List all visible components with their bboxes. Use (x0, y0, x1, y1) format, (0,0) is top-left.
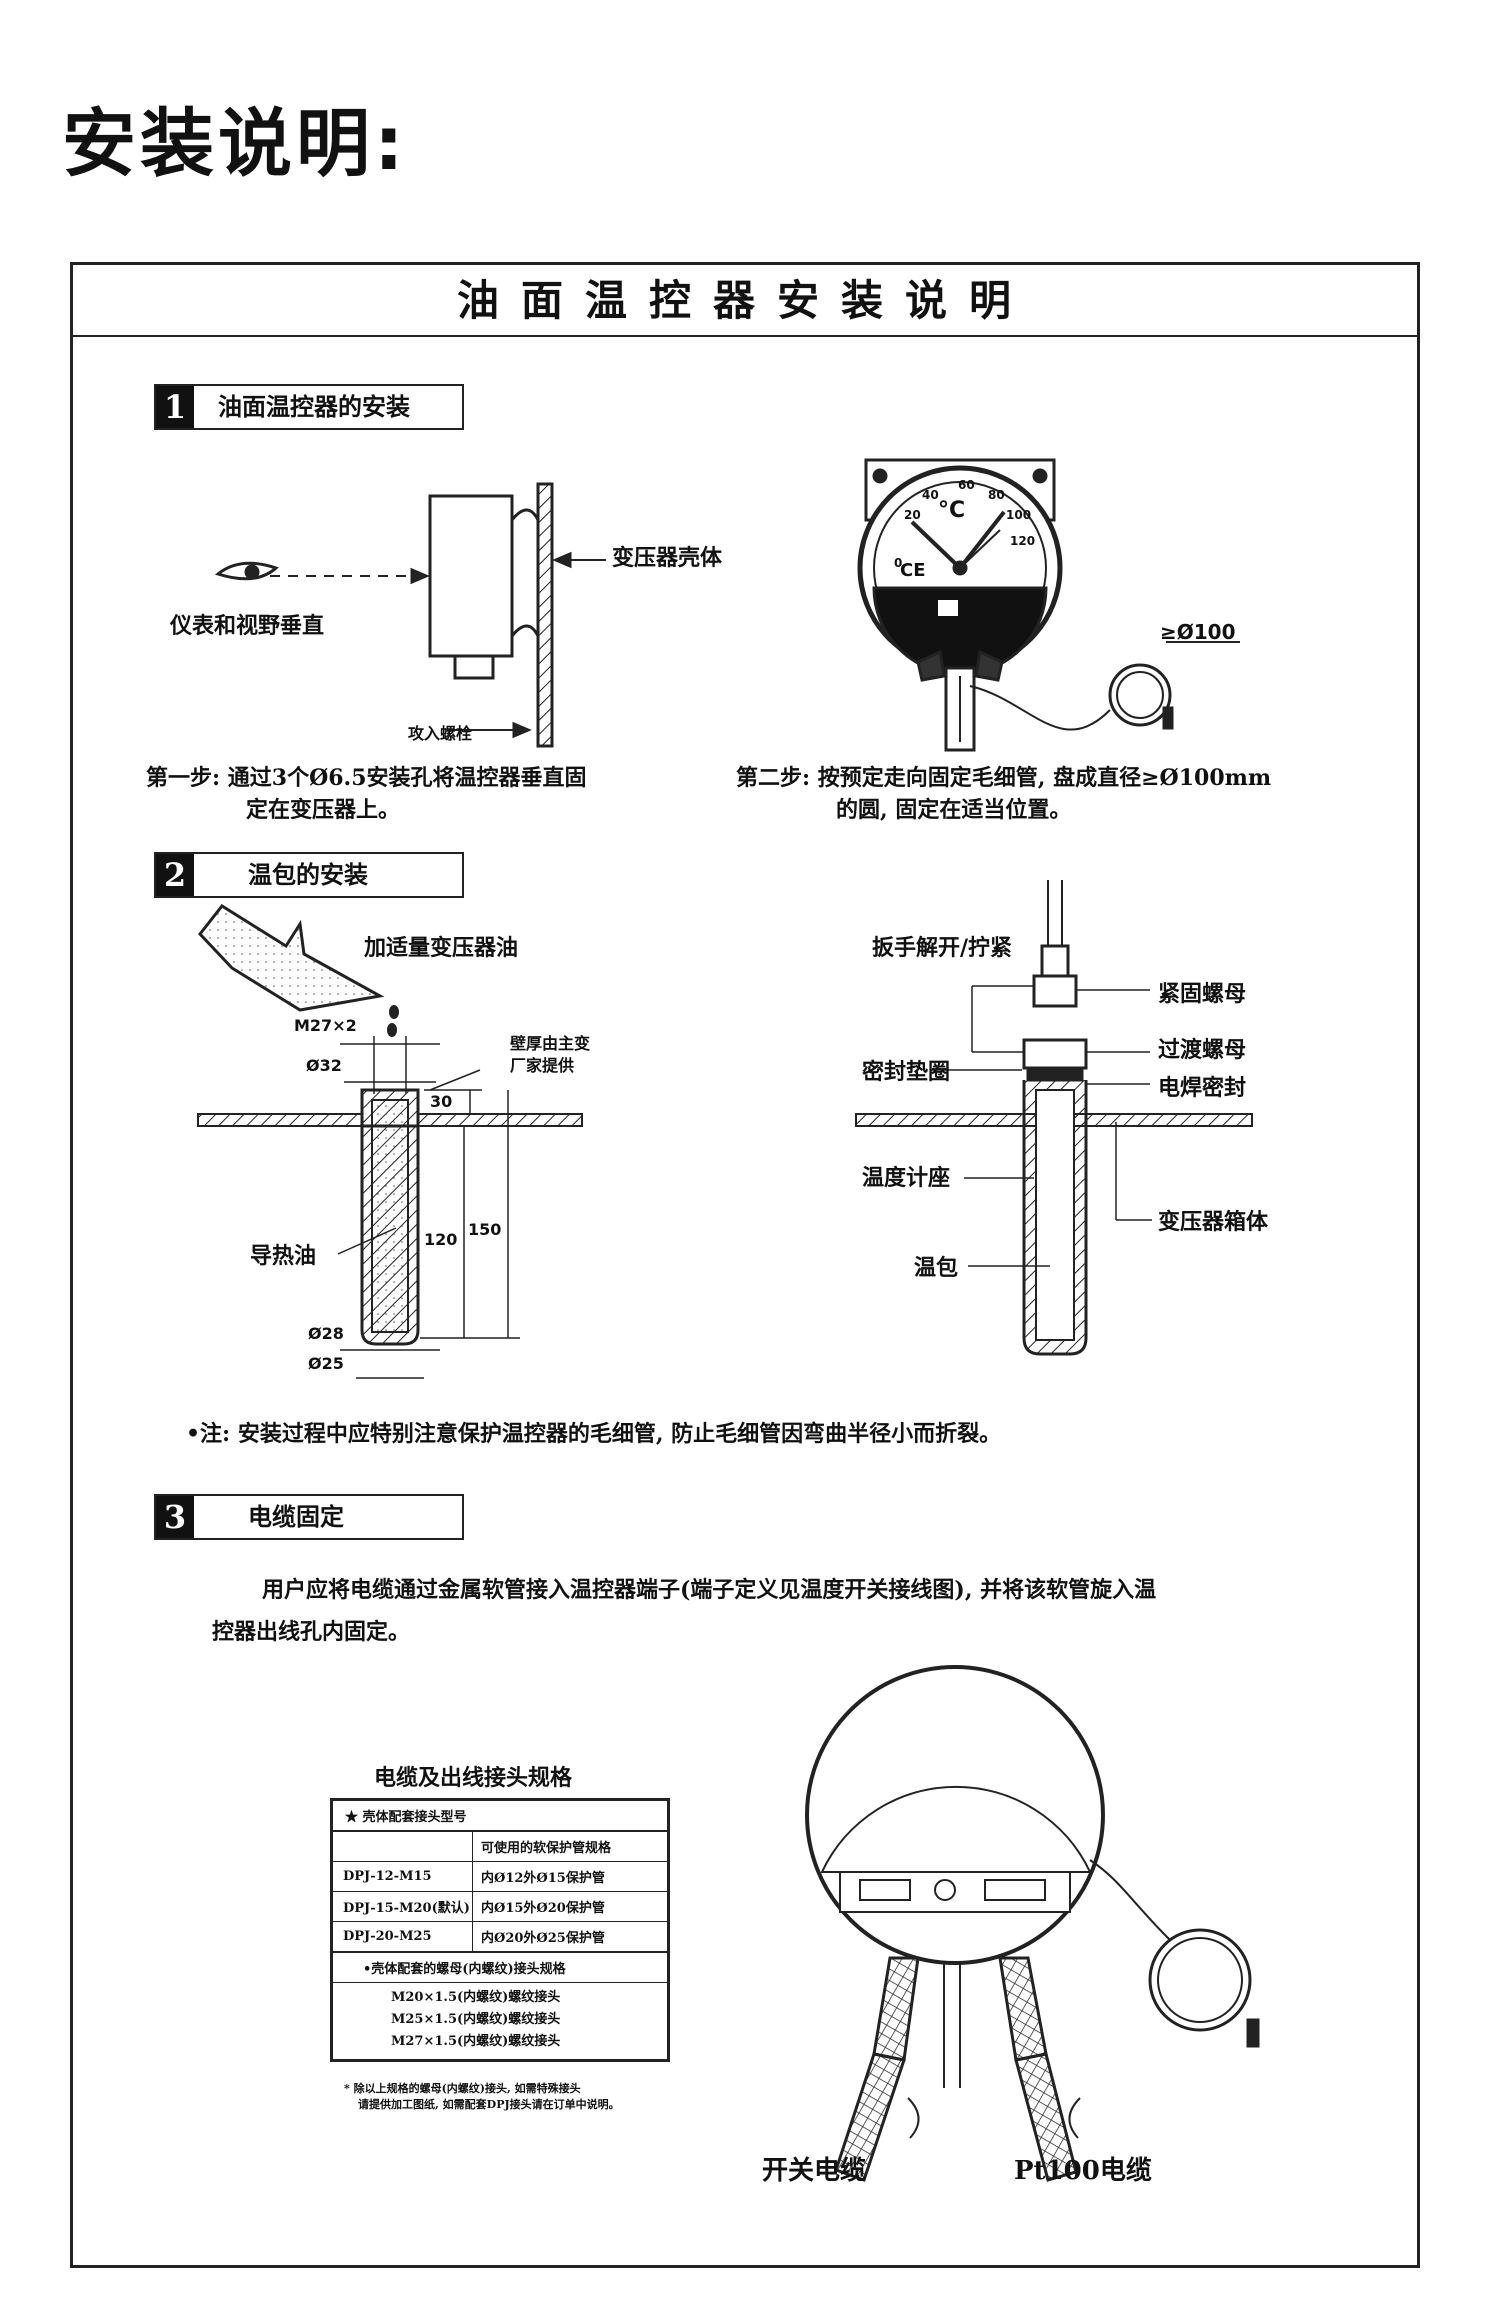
spec-value: 内Ø12外Ø15保护管 (481, 1871, 605, 1886)
label-pt100-cable: Pt100电缆 (1014, 2156, 1152, 2186)
dial-tick-100: 100 (1006, 508, 1032, 522)
section-1-number: 1 (156, 386, 194, 428)
label-wall-line2: 厂家提供 (510, 1056, 575, 1075)
dim-d28: Ø28 (308, 1324, 344, 1343)
cable-para-line2: 控器出线孔内固定。 (212, 1619, 411, 1645)
spec-col1-header (333, 1832, 473, 1861)
dim-120: 120 (424, 1230, 458, 1249)
section-3-title: 电缆固定 (248, 1502, 344, 1531)
spec-nut-header: •壳体配套的螺母(内螺纹)接头规格 (333, 1953, 667, 1983)
step1-caption-line2: 定在变压器上。 (246, 797, 401, 823)
dial-tick-40: 40 (922, 488, 939, 502)
dim-m27: M27×2 (294, 1016, 357, 1035)
label-wall-line1: 壁厚由主变 (510, 1034, 591, 1053)
label-thermo-seat: 温度计座 (862, 1165, 951, 1191)
label-lock-nut: 紧固螺母 (1158, 981, 1247, 1007)
spec-footnote-line1: * 除以上规格的螺母(内螺纹)接头, 如需特殊接头 (344, 2082, 581, 2095)
cable-spec-table: ★ 壳体配套接头型号 可使用的软保护管规格 DPJ-12-M15 内Ø12外Ø1… (330, 1798, 670, 2062)
dial-unit: °C (938, 498, 966, 523)
dial-tick-20: 20 (904, 508, 921, 522)
label-bulb: 温包 (914, 1255, 959, 1281)
list-item: M20×1.5(内螺纹)螺纹接头 (391, 1990, 561, 2005)
table-row: DPJ-15-M20(默认) 内Ø15外Ø20保护管 (333, 1892, 667, 1922)
dim-150: 150 (468, 1220, 502, 1239)
cable-para-line1: 用户应将电缆通过金属软管接入温控器端子(端子定义见温度开关接线图), 并将该软管… (262, 1577, 1157, 1603)
table-row: DPJ-20-M25 内Ø20外Ø25保护管 (333, 1922, 667, 1953)
dim-30: 30 (430, 1092, 453, 1111)
side-view-mounting (214, 482, 606, 748)
dial-tick-80: 80 (988, 488, 1005, 502)
document-title: 油面温控器安装说明 (73, 265, 1417, 337)
installation-note: •注: 安装过程中应特别注意保护温控器的毛细管, 防止毛细管因弯曲半径小而折裂。 (186, 1421, 1002, 1447)
step2-caption-line1: 第二步: 按预定走向固定毛细管, 盘成直径≥Ø100mm (736, 765, 1272, 791)
label-weld-seal: 电焊密封 (1158, 1075, 1247, 1101)
ce-mark: CE (900, 560, 926, 581)
section-2-header: 2 温包的安装 (154, 852, 464, 898)
dial-tick-120: 120 (1010, 534, 1036, 548)
section-1-header: 1 油面温控器的安装 (154, 384, 464, 430)
section-2-number: 2 (156, 854, 194, 896)
list-item: M27×1.5(内螺纹)螺纹接头 (391, 2034, 561, 2049)
page-heading: 安装说明: (62, 101, 408, 187)
spec-table-title: 电缆及出线接头规格 (374, 1765, 573, 1791)
spec-footnote-line2: 请提供加工图纸, 如需配套DPJ接头请在订单中说明。 (358, 2098, 620, 2111)
label-wrench: 扳手解开/拧紧 (872, 935, 1013, 961)
spec-col2-header: 可使用的软保护管规格 (481, 1841, 612, 1856)
table-row: DPJ-12-M15 内Ø12外Ø15保护管 (333, 1862, 667, 1892)
label-transition-nut: 过渡螺母 (1158, 1037, 1247, 1063)
spec-star-header: ★ 壳体配套接头型号 (333, 1801, 667, 1832)
spec-value: 内Ø15外Ø20保护管 (481, 1901, 605, 1916)
coil-diameter-label: ≥Ø100 (1160, 620, 1236, 644)
label-transformer-shell: 变压器壳体 (612, 545, 723, 571)
housing-cable-diagram (805, 1665, 1260, 2182)
step1-caption-line1: 第一步: 通过3个Ø6.5安装孔将温控器垂直固 (146, 765, 587, 791)
step2-caption-line2: 的圆, 固定在适当位置。 (836, 797, 1072, 823)
spec-col-header-row: 可使用的软保护管规格 (333, 1832, 667, 1862)
spec-model: DPJ-20-M25 (333, 1922, 473, 1951)
dial-tick-0: 0 (894, 556, 903, 570)
section-3-number: 3 (156, 1496, 194, 1538)
section-2-title: 温包的安装 (248, 860, 368, 889)
bulb-section-left (197, 904, 583, 1379)
dim-d32: Ø32 (306, 1056, 342, 1075)
list-item: M25×1.5(内螺纹)螺纹接头 (391, 2012, 561, 2027)
bulb-assembly-right (855, 880, 1253, 1356)
label-eye-perpendicular: 仪表和视野垂直 (170, 613, 325, 639)
instruction-frame: 油面温控器安装说明 (70, 262, 1420, 2268)
dial-tick-60: 60 (958, 478, 975, 492)
label-add-oil: 加适量变压器油 (364, 935, 519, 961)
spec-nut-list: M20×1.5(内螺纹)螺纹接头 M25×1.5(内螺纹)螺纹接头 M27×1.… (333, 1983, 667, 2059)
section-1-title: 油面温控器的安装 (218, 392, 410, 421)
label-switch-cable: 开关电缆 (762, 2156, 867, 2186)
dim-d25: Ø25 (308, 1354, 344, 1373)
label-heat-oil: 导热油 (250, 1243, 317, 1269)
spec-model: DPJ-15-M20(默认) (333, 1892, 473, 1921)
label-seal-ring: 密封垫圈 (862, 1059, 951, 1085)
label-transformer-tank: 变压器箱体 (1158, 1209, 1269, 1235)
spec-model: DPJ-12-M15 (333, 1862, 473, 1891)
spec-value: 内Ø20外Ø25保护管 (481, 1931, 605, 1946)
dial-gauge (857, 458, 1240, 752)
section-3-header: 3 电缆固定 (154, 1494, 464, 1540)
label-screw: 攻入螺栓 (408, 724, 473, 743)
